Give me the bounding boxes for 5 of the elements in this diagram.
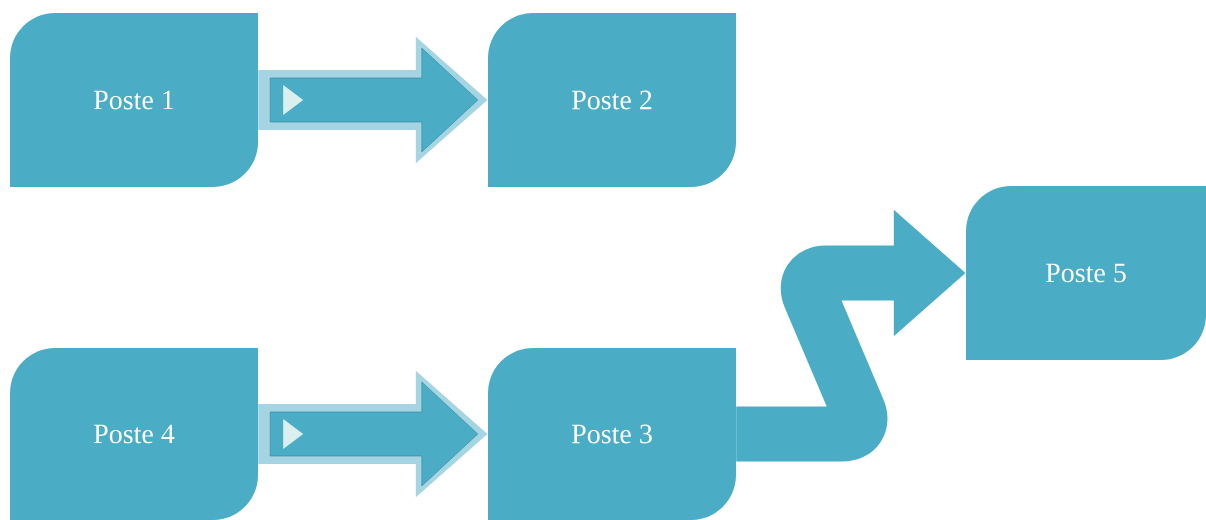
process-box: Poste 4 xyxy=(10,348,258,520)
process-box: Poste 3 xyxy=(488,348,736,520)
process-box: Poste 1 xyxy=(10,13,258,187)
process-box: Poste 2 xyxy=(488,13,736,187)
process-box: Poste 5 xyxy=(966,186,1206,360)
